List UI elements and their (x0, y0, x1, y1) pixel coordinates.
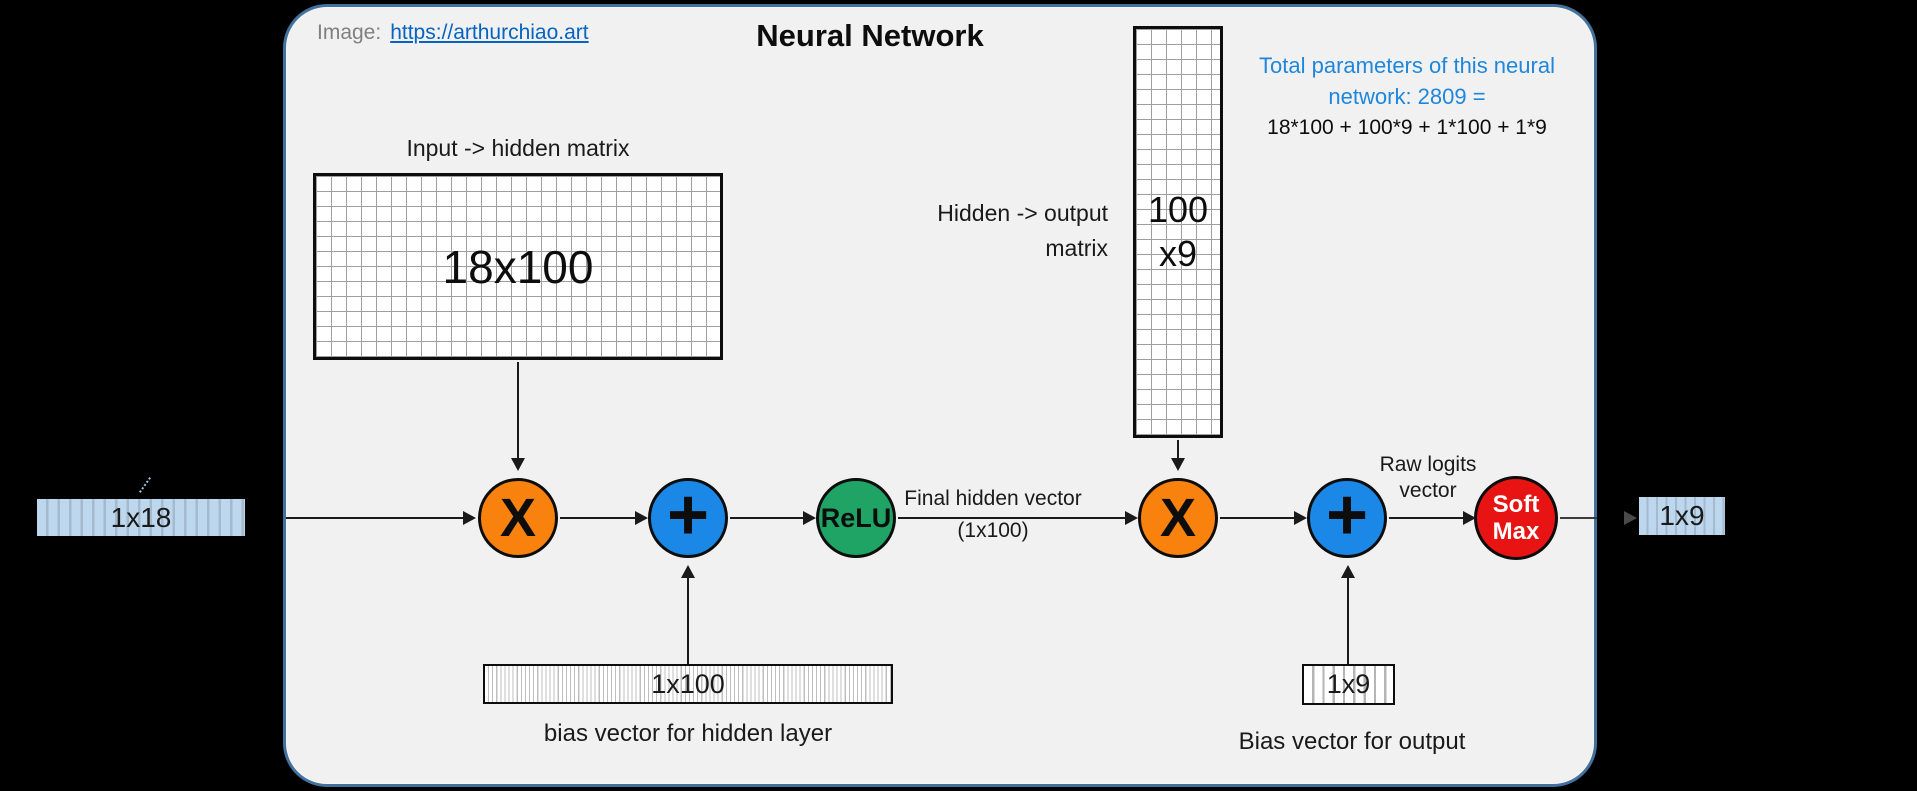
image-credit-link[interactable]: https://arthurchiao.art (390, 21, 589, 44)
input-vector: 1x18 (37, 499, 245, 536)
page-title: Neural Network (756, 18, 984, 53)
hidden-output-matrix-dims-line2: x9 (1158, 233, 1198, 274)
connector-multiply2-to-add2 (1220, 517, 1294, 519)
hidden-output-matrix-label: Hidden -> output matrix (860, 196, 1108, 266)
connector-add2-to-softmax (1389, 517, 1463, 519)
final-hidden-vector-label-line2: (1x100) (957, 519, 1029, 542)
arrowhead-icon (803, 511, 816, 525)
diagram-panel (283, 4, 1597, 787)
arrowhead-icon (1463, 511, 1476, 525)
connector-obias-to-add2 (1347, 578, 1349, 664)
multiply-icon: X (1159, 488, 1197, 548)
total-parameters-line1: Total parameters of this neural (1259, 53, 1555, 78)
total-parameters-line2: network: 2809 = (1328, 84, 1486, 109)
final-hidden-vector-label-line1: Final hidden vector (904, 487, 1082, 510)
softmax-label-line2: Max (1492, 518, 1540, 545)
output-bias-vector-label: Bias vector for output (1238, 728, 1466, 755)
hidden-output-matrix: 100 x9 (1133, 26, 1223, 438)
arrowhead-icon (681, 565, 695, 578)
hidden-bias-vector-dims: 1x100 (651, 668, 725, 699)
input-hidden-matrix-label: Input -> hidden matrix (406, 135, 630, 161)
arrowhead-icon (635, 511, 648, 525)
connector-hbias-to-add1 (687, 578, 689, 664)
raw-logits-label-line1: Raw logits (1379, 453, 1477, 476)
arrowhead-icon (1294, 511, 1307, 525)
plus-icon: + (666, 474, 710, 555)
connector-softmax-to-output (1560, 517, 1597, 519)
connector-multiply1-to-add1 (560, 517, 635, 519)
connector-matrix2-to-multiply2 (1177, 440, 1179, 458)
image-credit-label: Image: (317, 21, 382, 44)
input-hidden-matrix-dims: 18x100 (442, 240, 594, 293)
total-parameters-note: Total parameters of this neural network:… (1233, 50, 1581, 143)
arrowhead-icon (1624, 511, 1637, 525)
connector-add1-to-relu (730, 517, 803, 519)
multiply-node-2: X (1138, 478, 1218, 558)
softmax-node: Soft Max (1474, 476, 1558, 560)
hidden-bias-vector: 1x100 (483, 664, 893, 704)
plus-icon: + (1325, 474, 1369, 555)
add-node-1: + (648, 478, 728, 558)
input-vector-dims: 1x18 (110, 501, 172, 533)
output-bias-vector: 1x9 (1302, 664, 1395, 705)
output-vector: 1x9 (1639, 497, 1725, 535)
output-bias-vector-dims: 1x9 (1326, 669, 1371, 699)
hidden-bias-vector-label: bias vector for hidden layer (543, 720, 833, 747)
stray-mark (139, 477, 151, 493)
relu-label: ReLU (820, 502, 892, 533)
add-node-2: + (1307, 478, 1387, 558)
image-credit: Image: https://arthurchiao.art (317, 21, 589, 45)
arrowhead-icon (511, 458, 525, 471)
input-hidden-matrix: 18x100 (313, 173, 723, 360)
connector-input-to-multiply1 (286, 517, 463, 519)
hidden-output-matrix-dims-line1: 100 (1147, 189, 1209, 230)
connector-relu-to-multiply2 (898, 517, 1125, 519)
multiply-node-1: X (478, 478, 558, 558)
hidden-output-matrix-label-line1: Hidden -> output (937, 200, 1108, 226)
total-parameters-formula: 18*100 + 100*9 + 1*100 + 1*9 (1267, 116, 1547, 139)
connector-matrix1-to-multiply1 (517, 362, 519, 458)
relu-node: ReLU (816, 478, 896, 558)
softmax-label-line1: Soft (1492, 491, 1540, 518)
multiply-icon: X (499, 488, 537, 548)
arrowhead-icon (1341, 565, 1355, 578)
output-vector-dims: 1x9 (1659, 500, 1705, 531)
arrowhead-icon (1125, 511, 1138, 525)
raw-logits-label-line2: vector (1399, 479, 1457, 502)
arrowhead-icon (463, 511, 476, 525)
hidden-output-matrix-label-line2: matrix (1045, 235, 1108, 261)
arrowhead-icon (1171, 458, 1185, 471)
